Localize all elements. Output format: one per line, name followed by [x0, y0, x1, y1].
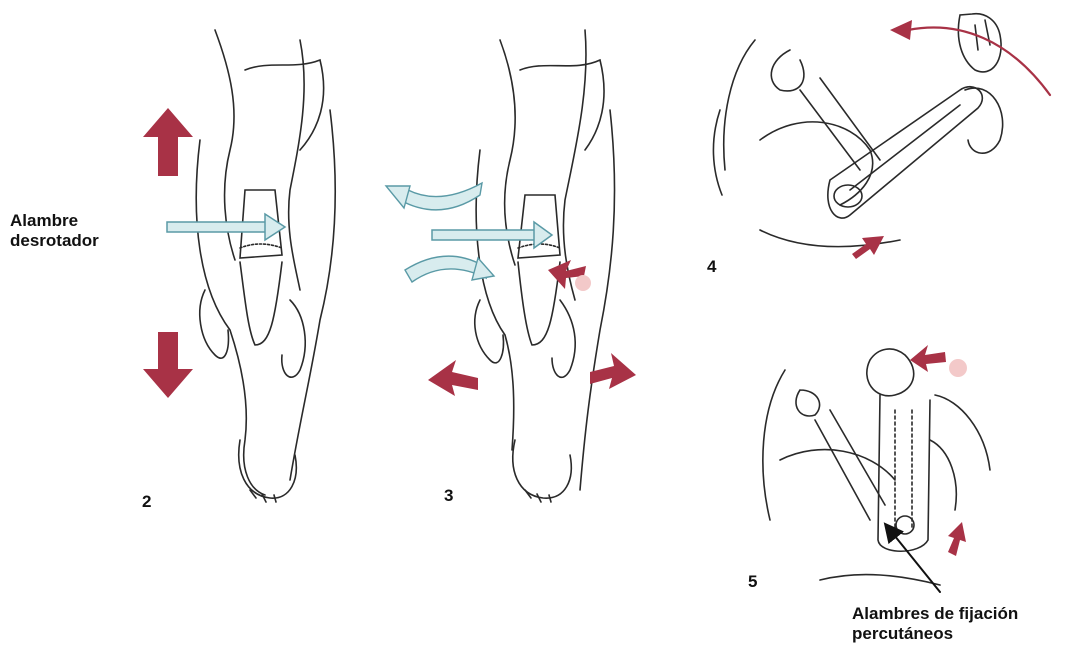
rotation-arrow-top — [400, 183, 482, 210]
label-derotation-wire-line2: desrotador — [10, 231, 99, 251]
arrow-right — [590, 353, 636, 389]
arrow-press-5 — [910, 345, 946, 372]
arrow-push-4 — [852, 236, 884, 259]
rotation-arrow — [908, 28, 1050, 95]
arrow-push-5 — [948, 522, 966, 556]
step-number-4: 4 — [707, 257, 716, 277]
arrow-down — [143, 332, 193, 398]
panel-5 — [763, 345, 990, 592]
derotation-wire — [432, 230, 536, 240]
step-number-5: 5 — [748, 572, 757, 592]
panel-3 — [386, 30, 636, 502]
hand-top — [867, 349, 914, 396]
label-fixation-wires-line2: percutáneos — [852, 624, 1018, 644]
label-derotation-wire-line1: Alambre — [10, 211, 99, 231]
panel-2 — [143, 30, 335, 502]
step-number-3: 3 — [444, 486, 453, 506]
panel-4 — [713, 14, 1050, 259]
arrow-up — [143, 108, 193, 176]
pointer-line — [890, 530, 940, 592]
arrow-left — [428, 360, 478, 396]
step-number-2: 2 — [142, 492, 151, 512]
label-derotation-wire: Alambre desrotador — [10, 211, 99, 251]
derotation-wire — [167, 222, 267, 232]
label-fixation-wires-line1: Alambres de fijación — [852, 604, 1018, 624]
label-fixation-wires: Alambres de fijación percutáneos — [852, 604, 1018, 644]
